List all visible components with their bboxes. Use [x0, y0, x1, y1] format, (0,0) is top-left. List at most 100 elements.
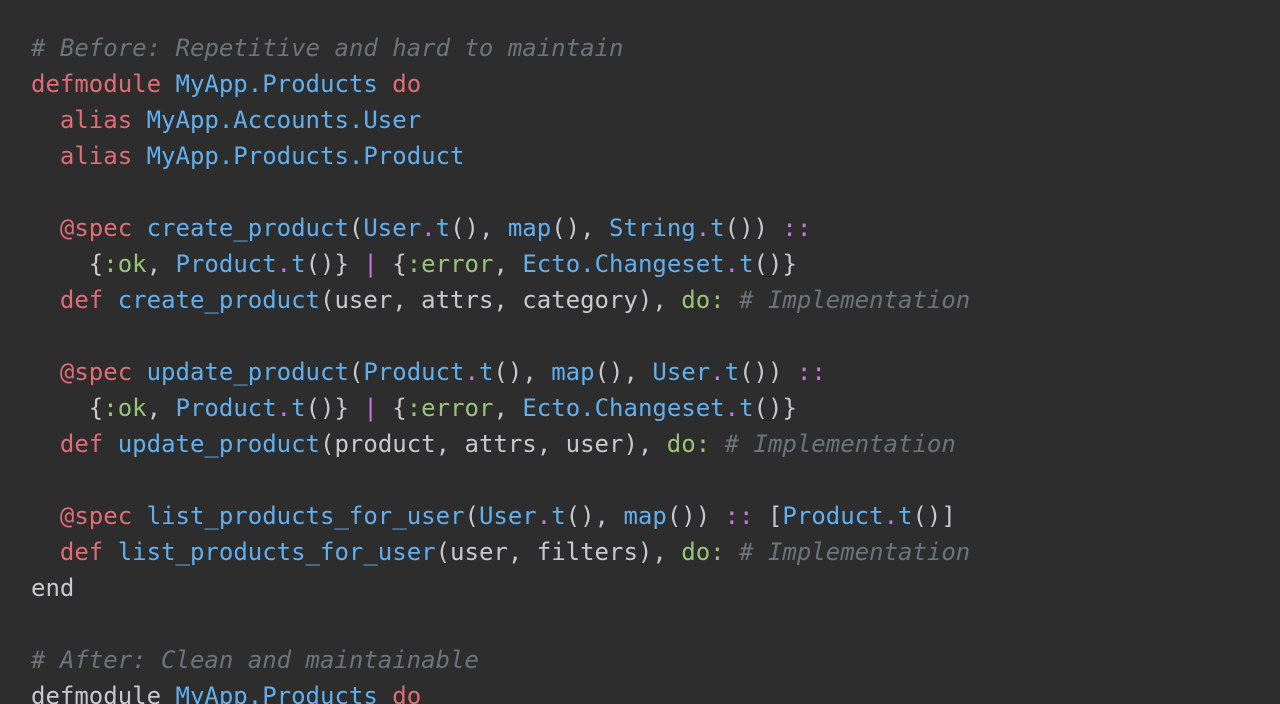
- code-line[interactable]: def list_products_for_user(user, filters…: [31, 534, 1280, 570]
- code-line[interactable]: alias MyApp.Accounts.User: [31, 102, 1280, 138]
- code-token-op: ::: [796, 358, 826, 386]
- code-token-attr: @spec: [59, 502, 133, 530]
- code-token-plain: [725, 538, 739, 566]
- code-line[interactable]: def update_product(product, attrs, user)…: [31, 426, 1280, 462]
- code-token-plain: [103, 430, 117, 458]
- code-line[interactable]: defmodule MyApp.Products do: [31, 678, 1280, 704]
- code-token-module: Product: [363, 358, 465, 386]
- code-token-op: .: [724, 250, 740, 278]
- code-token-module: String: [609, 214, 696, 242]
- code-token-plain: [710, 430, 724, 458]
- code-token-plain: [161, 70, 175, 98]
- code-token-plain: (),: [594, 358, 653, 386]
- code-token-module: Ecto.Changeset: [522, 250, 725, 278]
- code-token-atom: do:: [681, 538, 725, 566]
- code-token-module: User: [652, 358, 711, 386]
- code-token-module: Product: [782, 502, 884, 530]
- code-line[interactable]: end: [31, 570, 1280, 606]
- code-token-plain: {: [31, 250, 104, 278]
- code-line[interactable]: @spec update_product(Product.t(), map(),…: [31, 354, 1280, 390]
- code-token-keyword: def: [59, 430, 104, 458]
- code-token-plain: [31, 106, 60, 134]
- code-token-module: MyApp.Products: [175, 682, 378, 704]
- code-line[interactable]: # Before: Repetitive and hard to maintai…: [31, 30, 1280, 66]
- code-token-plain: [31, 502, 60, 530]
- code-token-func: t: [551, 502, 566, 530]
- code-token-plain: {: [377, 394, 407, 422]
- code-token-keyword: alias: [59, 142, 133, 170]
- code-token-plain: [132, 358, 146, 386]
- code-token-comment: # Implementation: [724, 430, 956, 458]
- code-token-comment: # Implementation: [739, 286, 971, 314]
- code-line[interactable]: @spec list_products_for_user(User.t(), m…: [31, 498, 1280, 534]
- code-token-plain: [725, 286, 739, 314]
- code-line[interactable]: def create_product(user, attrs, category…: [31, 282, 1280, 318]
- code-token-plain: ,: [493, 250, 523, 278]
- code-token-keyword: def: [59, 538, 104, 566]
- code-token-module: User: [363, 214, 422, 242]
- code-token-func: map: [551, 358, 595, 386]
- code-token-keyword: defmodule: [31, 70, 162, 98]
- code-token-plain: ()}: [753, 394, 797, 422]
- code-line[interactable]: @spec create_product(User.t(), map(), St…: [31, 210, 1280, 246]
- code-token-plain: [31, 358, 60, 386]
- code-token-atom: do:: [666, 430, 711, 458]
- code-line[interactable]: [31, 174, 1280, 210]
- code-token-plain: [31, 214, 60, 242]
- code-line[interactable]: {:ok, Product.t()} | {:error, Ecto.Chang…: [31, 390, 1280, 426]
- code-token-plain: (user, filters),: [435, 538, 682, 566]
- code-token-plain: [378, 682, 392, 704]
- code-token-keyword: do: [392, 70, 422, 98]
- code-token-func: list_products_for_user: [117, 538, 436, 566]
- code-token-plain: ()]: [912, 502, 956, 530]
- code-token-comment: # Implementation: [739, 538, 971, 566]
- code-token-func: t: [710, 214, 725, 242]
- code-line[interactable]: [31, 606, 1280, 642]
- code-line[interactable]: # After: Clean and maintainable: [31, 642, 1280, 678]
- code-token-func: t: [478, 358, 494, 386]
- code-token-atom: :error: [406, 250, 494, 278]
- code-token-plain: [31, 142, 60, 170]
- code-token-comment: # Before: Repetitive and hard to maintai…: [31, 34, 624, 62]
- code-token-func: t: [435, 214, 451, 242]
- code-token-atom: :error: [406, 394, 494, 422]
- code-token-plain: [132, 214, 146, 242]
- code-token-atom: :ok: [103, 250, 147, 278]
- code-line[interactable]: alias MyApp.Products.Product: [31, 138, 1280, 174]
- code-token-module: Product: [175, 394, 277, 422]
- code-line[interactable]: defmodule MyApp.Products do: [31, 66, 1280, 102]
- code-token-plain: [31, 286, 60, 314]
- code-token-plain: (: [464, 502, 479, 530]
- code-token-plain: [103, 286, 117, 314]
- code-token-func: map: [623, 502, 667, 530]
- code-token-op: |: [363, 394, 378, 422]
- code-token-plain: ,: [146, 394, 176, 422]
- code-token-atom: :ok: [103, 394, 147, 422]
- code-token-func: t: [291, 394, 306, 422]
- code-line[interactable]: [31, 462, 1280, 498]
- code-token-plain: ()): [666, 502, 725, 530]
- code-token-func: t: [898, 502, 913, 530]
- code-token-plain: [31, 538, 60, 566]
- code-token-attr: @spec: [59, 214, 133, 242]
- code-token-op: .: [276, 394, 292, 422]
- code-token-op: |: [363, 250, 378, 278]
- code-token-func: create_product: [146, 214, 349, 242]
- code-token-plain: (: [348, 358, 364, 386]
- code-token-func: list_products_for_user: [146, 502, 465, 530]
- code-token-op: .: [421, 214, 436, 242]
- code-token-module: Product: [175, 250, 277, 278]
- code-token-op: ::: [724, 502, 754, 530]
- code-token-op: .: [695, 214, 711, 242]
- code-token-plain: [31, 430, 60, 458]
- code-token-func: update_product: [117, 430, 321, 458]
- code-line[interactable]: {:ok, Product.t()} | {:error, Ecto.Chang…: [31, 246, 1280, 282]
- code-token-func: t: [739, 250, 754, 278]
- code-token-plain: {: [377, 250, 407, 278]
- code-token-plain: [161, 682, 175, 704]
- code-token-plain: (user, attrs, category),: [320, 286, 682, 314]
- code-token-plain: ()): [739, 358, 797, 386]
- code-token-plain: [132, 142, 146, 170]
- code-line[interactable]: [31, 318, 1280, 354]
